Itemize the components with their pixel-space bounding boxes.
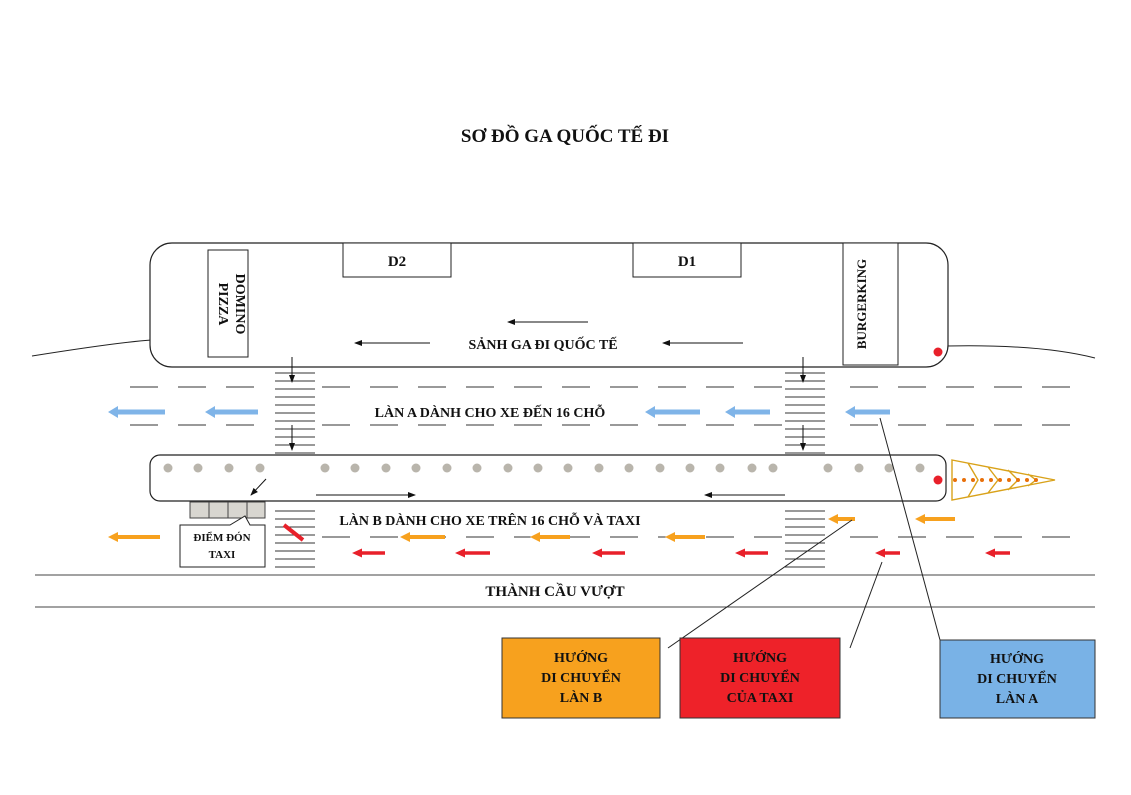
burgerking-box — [842, 242, 899, 366]
bollard — [255, 463, 265, 473]
svg-text:DI CHUYỂN: DI CHUYỂN — [720, 668, 800, 686]
bollard — [594, 463, 604, 473]
bollard — [442, 463, 452, 473]
leader-line-lane-a — [879, 417, 941, 641]
lane-a-arrow-head — [845, 406, 855, 418]
taxi-stop-callout — [179, 515, 266, 568]
gate-d2-label: D2 — [388, 254, 406, 270]
cone-dot — [998, 478, 1002, 482]
bridge-wall-label: THÀNH CẦU VƯỢT — [485, 583, 624, 600]
bollard — [768, 463, 778, 473]
lane-b-arrow-head — [400, 532, 410, 542]
bollard — [503, 463, 513, 473]
lane-a-arrow-head — [725, 406, 735, 418]
bollard — [533, 463, 543, 473]
bollard — [381, 463, 391, 473]
taxi-bays — [189, 501, 266, 519]
bollard — [563, 463, 573, 473]
taxi-arrow-head — [875, 548, 885, 558]
bollard — [915, 463, 925, 473]
red-marker-median — [933, 475, 943, 485]
legend-taxi: HƯỚNG DI CHUYỂN CỦA TAXI — [679, 637, 841, 719]
bollard — [320, 463, 330, 473]
bollard — [884, 463, 894, 473]
cone-dot — [1007, 478, 1011, 482]
lane-a-arrow-head — [108, 406, 118, 418]
cone-dot — [989, 478, 993, 482]
gate-d1-label: D1 — [678, 254, 696, 270]
bollard — [685, 463, 695, 473]
svg-text:DI CHUYỂN: DI CHUYỂN — [977, 669, 1057, 687]
lane-a-arrow-head — [645, 406, 655, 418]
lane-a-label: LÀN A DÀNH CHO XE ĐẾN 16 CHỖ — [375, 403, 606, 421]
taxi-diagonal-arrow — [282, 523, 305, 542]
bollard — [655, 463, 665, 473]
taxi-arrow-head — [455, 548, 465, 558]
lane-b-label: LÀN B DÀNH CHO XE TRÊN 16 CHỖ VÀ TAXI — [339, 511, 640, 529]
cone-dot — [1034, 478, 1038, 482]
svg-text:HƯỚNG: HƯỚNG — [990, 650, 1044, 667]
hall-label: SẢNH GA ĐI QUỐC TẾ — [468, 335, 617, 353]
bollard — [854, 463, 864, 473]
cone-dot — [953, 478, 957, 482]
page-title: SƠ ĐỒ GA QUỐC TẾ ĐI — [461, 125, 669, 147]
cone-dot — [1016, 478, 1020, 482]
taxi-arrow-head — [352, 548, 362, 558]
lane-a-arrow-head — [205, 406, 215, 418]
cone-dot — [962, 478, 966, 482]
taxi-stop-line2: TAXI — [209, 549, 236, 561]
svg-text:LÀN B: LÀN B — [560, 689, 602, 706]
left-curb-curve — [31, 339, 153, 357]
domino-pizza-box — [207, 249, 249, 358]
bollard — [715, 463, 725, 473]
svg-text:LÀN A: LÀN A — [996, 690, 1039, 707]
bollard — [823, 463, 833, 473]
cone-dot — [980, 478, 984, 482]
cone-dot — [971, 478, 975, 482]
taxi-arrow-head — [735, 548, 745, 558]
bollard — [411, 463, 421, 473]
svg-text:HƯỚNG: HƯỚNG — [554, 649, 608, 666]
svg-text:CỦA TAXI: CỦA TAXI — [727, 689, 794, 706]
gate-d1-box — [632, 242, 742, 278]
bollard — [747, 463, 757, 473]
pizza-label: PIZZA — [215, 283, 230, 327]
taxi-arrow-head — [985, 548, 995, 558]
svg-text:HƯỚNG: HƯỚNG — [733, 649, 787, 666]
bollard — [193, 463, 203, 473]
leader-line-lane-b — [667, 519, 853, 649]
bollard — [163, 463, 173, 473]
bollard — [224, 463, 234, 473]
traffic-cone-zone — [951, 459, 1056, 501]
svg-text:DI CHUYỂN: DI CHUYỂN — [541, 668, 621, 686]
lane-b-arrow-head — [108, 532, 118, 542]
bollard — [472, 463, 482, 473]
legend-lane-b: HƯỚNG DI CHUYỂN LÀN B — [501, 637, 661, 719]
median-island — [149, 454, 947, 502]
legend-lane-a: HƯỚNG DI CHUYỂN LÀN A — [939, 639, 1096, 719]
right-curb-curve — [945, 345, 1096, 359]
bollard — [624, 463, 634, 473]
lane-b-arrow-head — [915, 514, 925, 524]
red-marker-terminal — [933, 347, 943, 357]
bollard — [350, 463, 360, 473]
taxi-arrow-head — [592, 548, 602, 558]
cone-dot — [1025, 478, 1029, 482]
gate-d2-box — [342, 242, 452, 278]
lane-b-arrow-head — [828, 514, 838, 524]
lane-b-arrow-head — [665, 532, 675, 542]
domino-label: DOMINO — [232, 274, 247, 335]
taxi-stop-line1: ĐIỂM ĐÓN — [193, 531, 250, 544]
burgerking-label: BURGERKING — [854, 259, 869, 349]
lane-b-arrow-head — [530, 532, 540, 542]
leader-line-taxi — [849, 561, 883, 649]
taxi-bay-pointer-arrow — [250, 478, 267, 496]
